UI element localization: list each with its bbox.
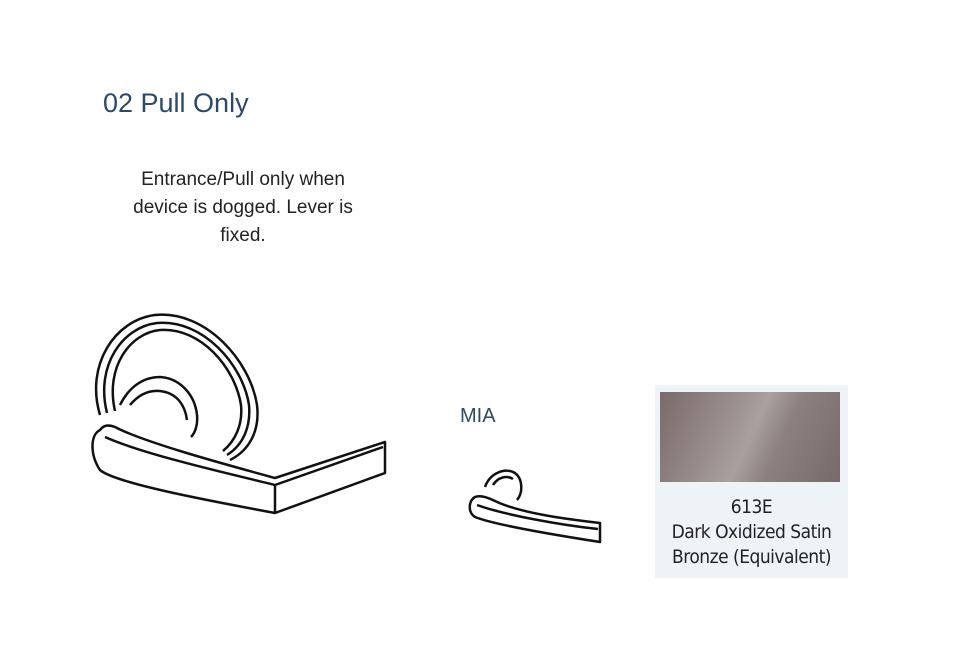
function-description: Entrance/Pull only when device is dogged… [133,169,353,246]
lever-name: MIA [460,405,496,427]
lever-illustration-large [91,313,387,515]
finish-card: 613E Dark Oxidized Satin Bronze (Equival… [655,385,848,578]
lever-illustration-small [468,469,602,544]
function-title: 02 Pull Only [103,88,249,118]
finish-swatch [660,392,840,482]
finish-code: 613E [730,496,773,518]
finish-name: Dark Oxidized Satin Bronze (Equivalent) [671,521,832,568]
